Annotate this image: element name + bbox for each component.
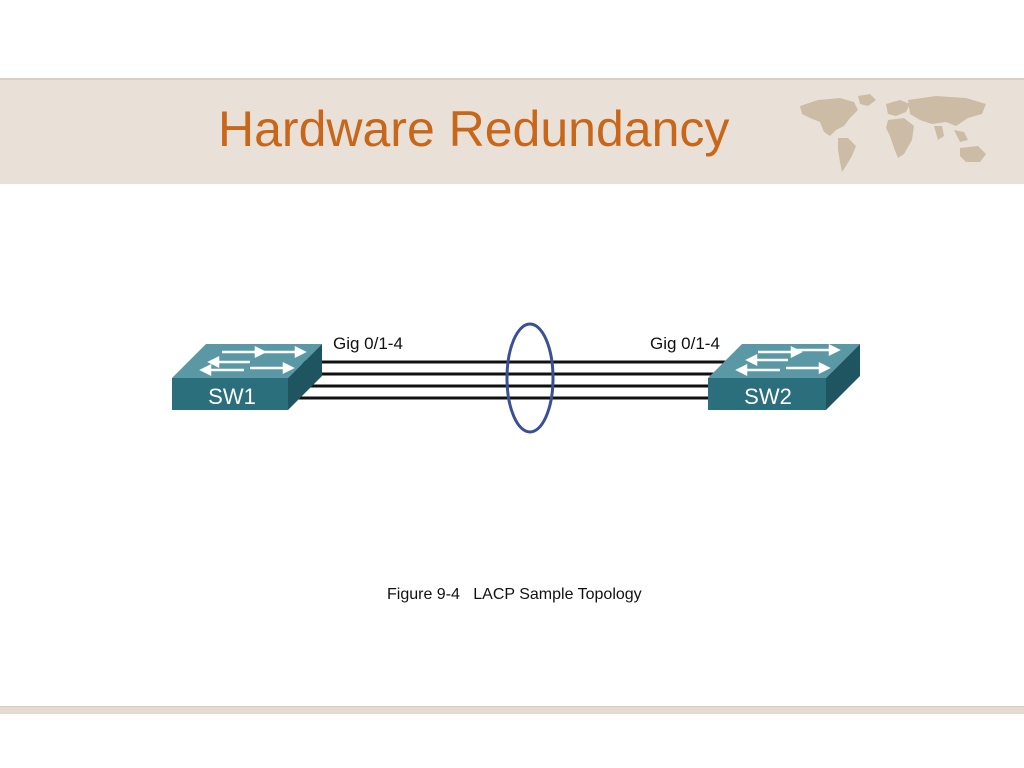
switch-sw1-side (288, 344, 322, 410)
switch-icon (199, 345, 307, 377)
switch-sw1-front (172, 378, 288, 410)
page-title: Hardware Redundancy (218, 101, 730, 157)
switch-sw2-side (826, 344, 860, 410)
switch-sw1[interactable]: SW1 (172, 344, 322, 410)
title-band (0, 78, 1024, 184)
world-map-icon (800, 94, 986, 172)
figure-title: LACP Sample Topology (473, 586, 642, 603)
figure-number: Figure 9-4 (387, 586, 460, 603)
switch-sw2-label: SW2 (744, 384, 792, 409)
bundle-ring (505, 322, 555, 434)
switch-sw2-front (708, 378, 826, 410)
switch-sw1-label: SW1 (208, 384, 256, 409)
switch-sw2[interactable]: SW2 (708, 343, 860, 410)
switch-icon (735, 343, 841, 377)
port-label-sw1: Gig 0/1-4 (333, 334, 403, 353)
footer-rule (0, 706, 1024, 714)
etherchannel-links (296, 360, 752, 400)
figure-caption: Figure 9-4 LACP Sample Topology (387, 584, 642, 606)
port-label-sw2: Gig 0/1-4 (650, 334, 720, 353)
